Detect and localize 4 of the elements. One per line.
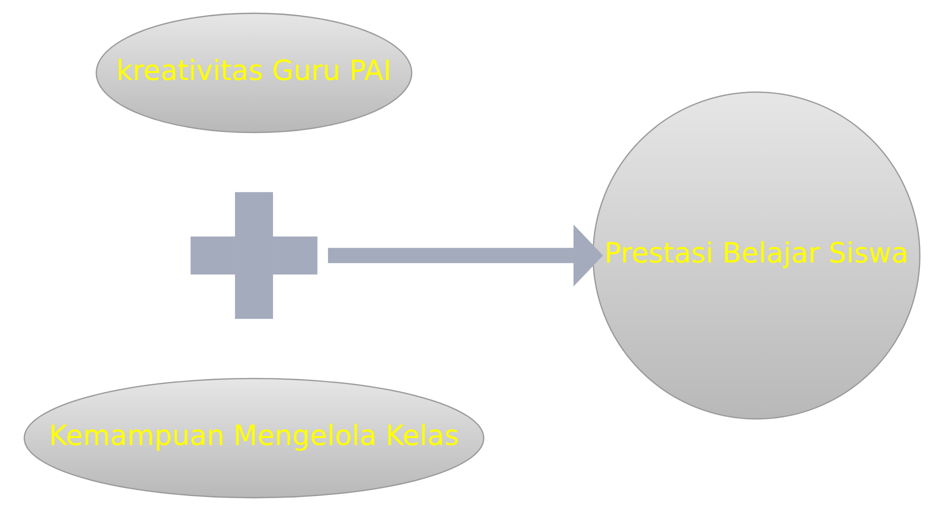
node-circle: Prestasi Belajar Siswa [592,91,920,420]
node-ellipse: Kemampuan Mengelola Kelas [23,378,484,498]
arrow [327,224,603,286]
node-ellipse: kreativitas Guru PAI [95,12,412,134]
